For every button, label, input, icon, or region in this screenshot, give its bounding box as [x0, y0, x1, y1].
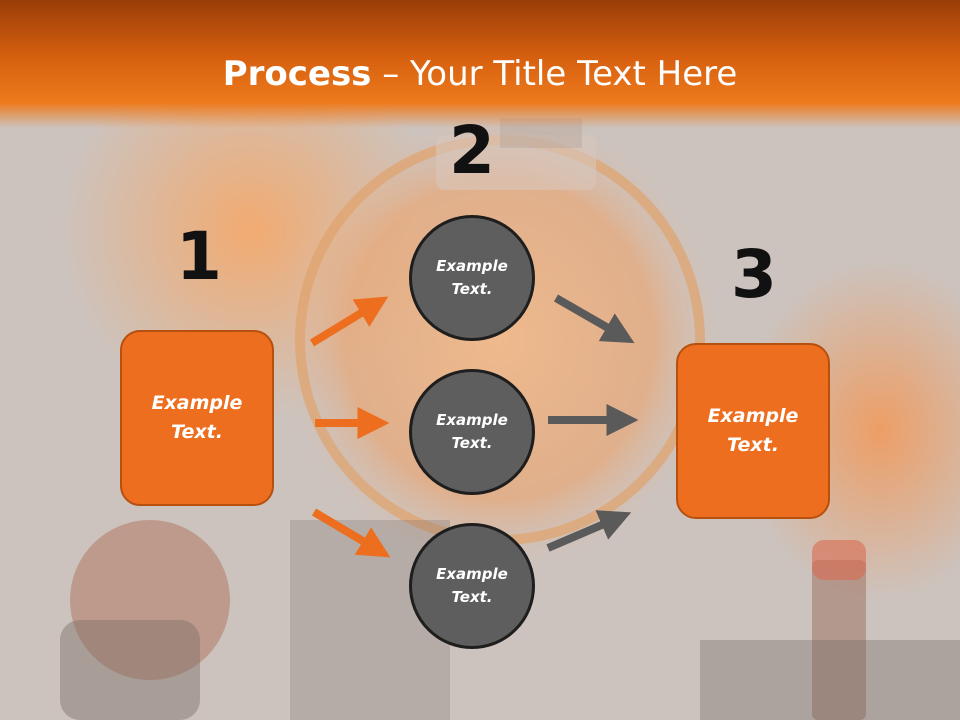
circle-2-line-1: Example [436, 411, 508, 429]
arrow-box1-to-circle1 [309, 296, 389, 347]
step-number-2: 2 [449, 112, 495, 189]
arrow-box1-to-circle3 [311, 508, 391, 558]
arrow-circle3-to-box3 [546, 510, 632, 552]
circle-3-line-1: Example [436, 565, 508, 583]
circle-1-line-2: Text. [451, 280, 493, 298]
arrow-circle1-to-box3 [554, 294, 635, 344]
title-rest: – Your Title Text Here [371, 54, 738, 94]
box-3-line-1: Example [707, 405, 799, 427]
step-circle-1: Example Text. [409, 215, 535, 341]
step-box-1: Example Text. [120, 330, 274, 506]
step-circle-2: Example Text. [409, 369, 535, 495]
title-bold: Process [222, 54, 372, 94]
circle-3-line-2: Text. [451, 588, 493, 606]
step-number-3: 3 [731, 236, 777, 313]
box-1-line-2: Text. [171, 421, 223, 443]
title-bar [0, 0, 960, 128]
step-number-1: 1 [176, 218, 222, 295]
box-1-line-1: Example [151, 392, 243, 414]
circle-2-line-2: Text. [451, 434, 493, 452]
page-title: Process – Your Title Text Here [0, 52, 960, 96]
step-circle-3: Example Text. [409, 523, 535, 649]
box-3-line-2: Text. [727, 434, 779, 456]
step-box-3: Example Text. [676, 343, 830, 519]
circle-1-line-1: Example [436, 257, 508, 275]
